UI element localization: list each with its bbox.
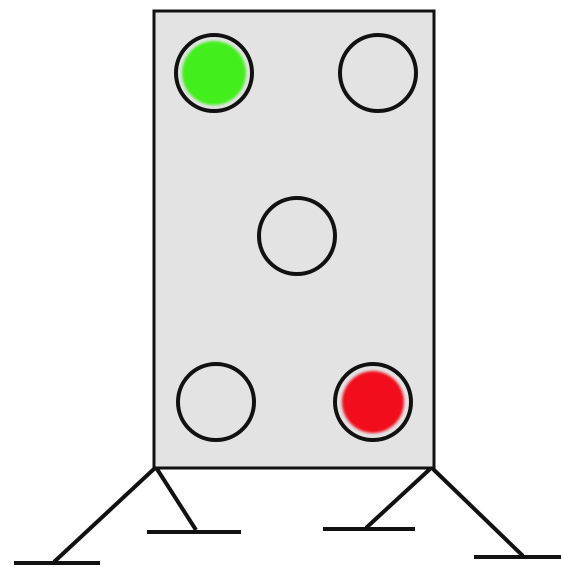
right-outer-leg [430,466,525,558]
indicator-bottom-right [333,362,413,442]
indicator-top-right [338,33,418,113]
indicator-bottom-right-lamp [342,371,404,433]
left-inner-leg [155,467,198,532]
left-outer-leg [52,466,157,564]
indicator-bottom-left-ring [176,362,256,442]
indicator-top-right-ring [338,33,418,113]
indicator-top-left [174,33,254,113]
indicator-center [257,196,337,276]
right-inner-leg [364,467,432,530]
indicator-bottom-left [176,362,256,442]
stand [14,466,561,565]
indicator-center-ring [257,196,337,276]
indicator-top-left-lamp [182,41,246,105]
